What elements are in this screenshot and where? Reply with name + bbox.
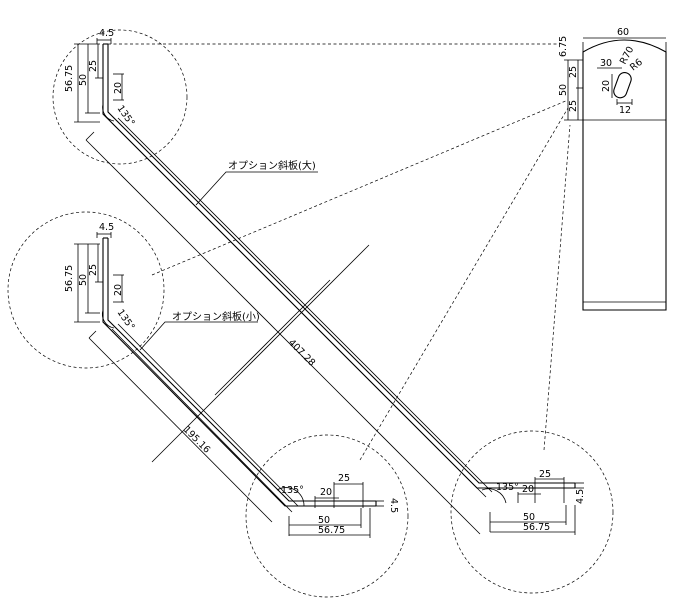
svg-text:4.5: 4.5 (99, 222, 114, 233)
svg-text:135°: 135° (115, 103, 137, 128)
large-label-leader (195, 171, 318, 206)
svg-text:56.75: 56.75 (64, 65, 75, 92)
svg-text:4.5: 4.5 (575, 489, 586, 504)
svg-text:6.75: 6.75 (558, 36, 569, 57)
svg-text:20: 20 (522, 484, 534, 495)
svg-text:135°: 135° (496, 482, 519, 493)
svg-text:25: 25 (88, 264, 99, 276)
large-panel-length: 407.28 (286, 337, 317, 368)
small-panel-dimension-ext (88, 330, 97, 339)
svg-text:25: 25 (338, 473, 350, 484)
svg-text:20: 20 (113, 82, 124, 94)
svg-text:20: 20 (113, 284, 124, 296)
svg-text:25: 25 (568, 100, 579, 112)
detail-bottom-right-dims: 135° 25 20 50 56.75 4.5 (481, 469, 586, 535)
svg-text:30: 30 (600, 58, 612, 69)
svg-text:20: 20 (601, 80, 612, 92)
detail-top-left-dims: 4.5 56.75 50 25 20 135° (64, 28, 137, 128)
svg-text:50: 50 (78, 274, 89, 286)
small-panel-label: オプション斜板(小) (172, 310, 260, 323)
large-panel-outline (102, 43, 576, 498)
side-view: 60 6.75 25 50 25 30 R70 R6 20 12 (558, 27, 667, 311)
small-panel-outline (102, 237, 377, 513)
small-panel-dimension-line (88, 337, 273, 523)
detail-circle-bottom-right (450, 430, 614, 594)
large-panel-dimension-ext (85, 131, 95, 141)
small-label-leader (139, 321, 258, 351)
svg-text:50: 50 (318, 515, 330, 526)
center-line-a (151, 244, 370, 463)
svg-text:135°: 135° (115, 307, 137, 332)
svg-text:50: 50 (558, 84, 569, 96)
detail-circle-bottom-mid (245, 434, 409, 598)
large-panel-label: オプション斜板(大) (228, 159, 316, 172)
detail-mid-left-dims: 4.5 56.75 50 25 20 135° (64, 222, 137, 332)
svg-text:56.75: 56.75 (318, 525, 345, 536)
svg-text:25: 25 (568, 66, 579, 78)
svg-text:4.5: 4.5 (99, 28, 114, 39)
svg-text:50: 50 (78, 74, 89, 86)
projection-line-bottom-right (543, 124, 571, 451)
svg-text:4.5: 4.5 (388, 498, 399, 513)
svg-text:56.75: 56.75 (523, 522, 550, 533)
svg-text:25: 25 (88, 60, 99, 72)
svg-text:135°: 135° (281, 485, 304, 496)
svg-text:50: 50 (523, 512, 535, 523)
center-line-b (214, 279, 331, 396)
projection-line-bottom-mid (359, 107, 569, 461)
large-panel-dimension-line (85, 139, 481, 535)
svg-text:60: 60 (617, 27, 629, 38)
svg-text:20: 20 (320, 487, 332, 498)
svg-text:25: 25 (539, 469, 551, 480)
svg-text:56.75: 56.75 (64, 265, 75, 292)
detail-circle-mid-left (7, 211, 165, 369)
detail-bottom-mid-dims: 135° 25 20 50 56.75 4.5 (276, 473, 399, 538)
projection-line-mid (151, 99, 569, 276)
small-panel-length: 195.16 (181, 424, 212, 455)
detail-circle-top-left (52, 29, 188, 165)
svg-text:12: 12 (619, 105, 631, 116)
